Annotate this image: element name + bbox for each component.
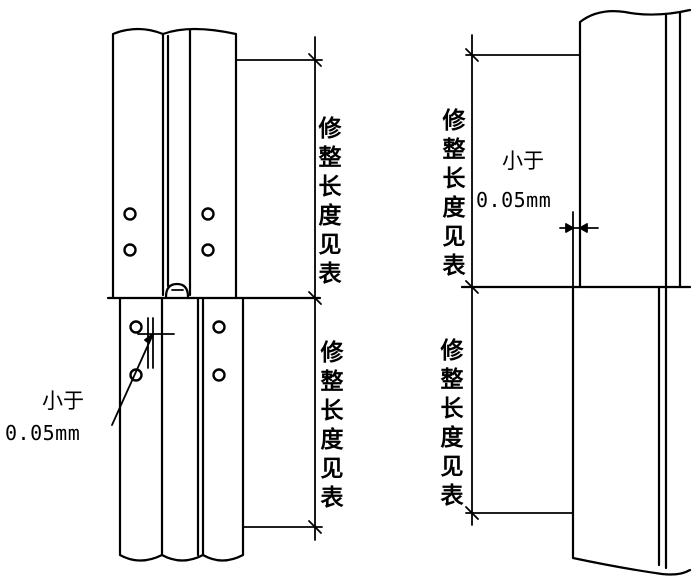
bolt-hole — [212, 368, 226, 382]
left-weld-bead — [164, 282, 190, 299]
right-upper-rail — [578, 8, 692, 289]
left-upper-trim-label: 修整长度见表 — [314, 115, 343, 290]
left-lower-rail — [118, 297, 245, 562]
right-gap-label-line2: 0.05mm — [476, 188, 551, 212]
right-lower-rail — [571, 285, 692, 576]
left-bolt-holes — [123, 207, 226, 382]
left-dimension-lines — [235, 36, 323, 541]
bolt-hole — [123, 207, 137, 221]
right-dimension-lines — [465, 34, 581, 526]
right-figure: 小于 0.05mm 修整长度见表 修整长度见表 — [436, 8, 692, 576]
right-gap-label-line1: 小于 — [502, 149, 544, 173]
left-gap-label-line2: 0.05mm — [5, 421, 80, 445]
left-upper-rail — [111, 27, 238, 299]
bolt-hole — [201, 243, 215, 257]
right-lower-trim-label: 修整长度见表 — [436, 337, 465, 512]
right-gap-indicator — [559, 211, 599, 288]
right-upper-trim-label: 修整长度见表 — [438, 107, 467, 282]
bolt-hole — [129, 368, 143, 382]
bolt-hole — [129, 320, 143, 334]
left-lower-trim-label: 修整长度见表 — [316, 339, 345, 514]
bolt-hole — [123, 243, 137, 257]
bolt-hole — [212, 320, 226, 334]
bolt-hole — [201, 207, 215, 221]
left-figure: 小于 0.05mm 修整长度见表 修整长度见表 — [5, 27, 345, 562]
left-gap-indicator — [111, 317, 175, 426]
left-gap-label-line1: 小于 — [42, 389, 84, 413]
